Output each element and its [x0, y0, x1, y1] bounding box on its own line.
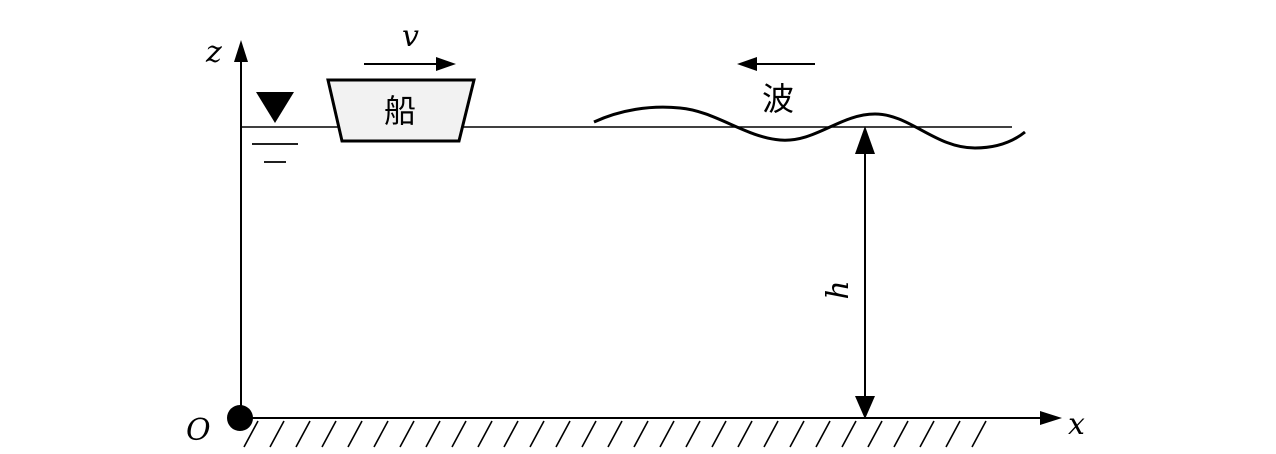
seabed-hatch-line	[269, 420, 285, 448]
depth-top-arrowhead	[855, 126, 875, 154]
seabed-hatch-line	[919, 420, 935, 448]
depth-bottom-arrowhead	[855, 396, 875, 419]
ship-hull	[326, 78, 476, 143]
x-axis-arrowhead	[1040, 411, 1062, 425]
seabed-hatch-line	[789, 420, 805, 448]
seabed-hatch-line	[971, 420, 987, 448]
wave-label: 波	[762, 80, 794, 118]
z-axis-label: z	[205, 35, 222, 70]
seabed-hatch-line	[399, 420, 415, 448]
seabed-hatch-line	[529, 420, 545, 448]
seabed-hatch-line	[607, 420, 623, 448]
seabed-hatch-line	[685, 420, 701, 448]
seabed-hatch-line	[945, 420, 961, 448]
seabed-hatch-line	[425, 420, 441, 448]
seabed-hatch-line	[815, 420, 831, 448]
seabed-hatch-line	[347, 420, 363, 448]
seabed-hatch-line	[321, 420, 337, 448]
seabed-hatch-line	[503, 420, 519, 448]
seabed-hatch-line	[581, 420, 597, 448]
seabed-hatching	[243, 420, 987, 448]
wave-direction-arrowhead	[737, 57, 757, 71]
seabed-hatch-line	[451, 420, 467, 448]
origin-point	[227, 405, 253, 431]
velocity-label: v	[402, 19, 419, 54]
seabed-hatch-line	[893, 420, 909, 448]
seabed-hatch-line	[841, 420, 857, 448]
depth-label: h	[821, 280, 856, 299]
seabed-hatch-line	[243, 420, 259, 448]
seabed-hatch-line	[633, 420, 649, 448]
x-axis-label: x	[1068, 407, 1085, 442]
seabed-hatch-line	[295, 420, 311, 448]
origin-label: O	[186, 413, 211, 448]
seabed-hatch-line	[711, 420, 727, 448]
seabed-hatch-line	[763, 420, 779, 448]
seabed-hatch-line	[477, 420, 493, 448]
ship-label: 船	[384, 92, 416, 130]
wave-curve	[593, 105, 1026, 150]
velocity-arrowhead	[436, 57, 456, 71]
seabed-hatch-line	[867, 420, 883, 448]
seabed-hatch-line	[373, 420, 389, 448]
seabed-hatch-line	[737, 420, 753, 448]
water-level-marker-icon	[252, 92, 298, 163]
z-axis-arrowhead	[234, 40, 248, 62]
seabed-hatch-line	[555, 420, 571, 448]
seabed-hatch-line	[659, 420, 675, 448]
